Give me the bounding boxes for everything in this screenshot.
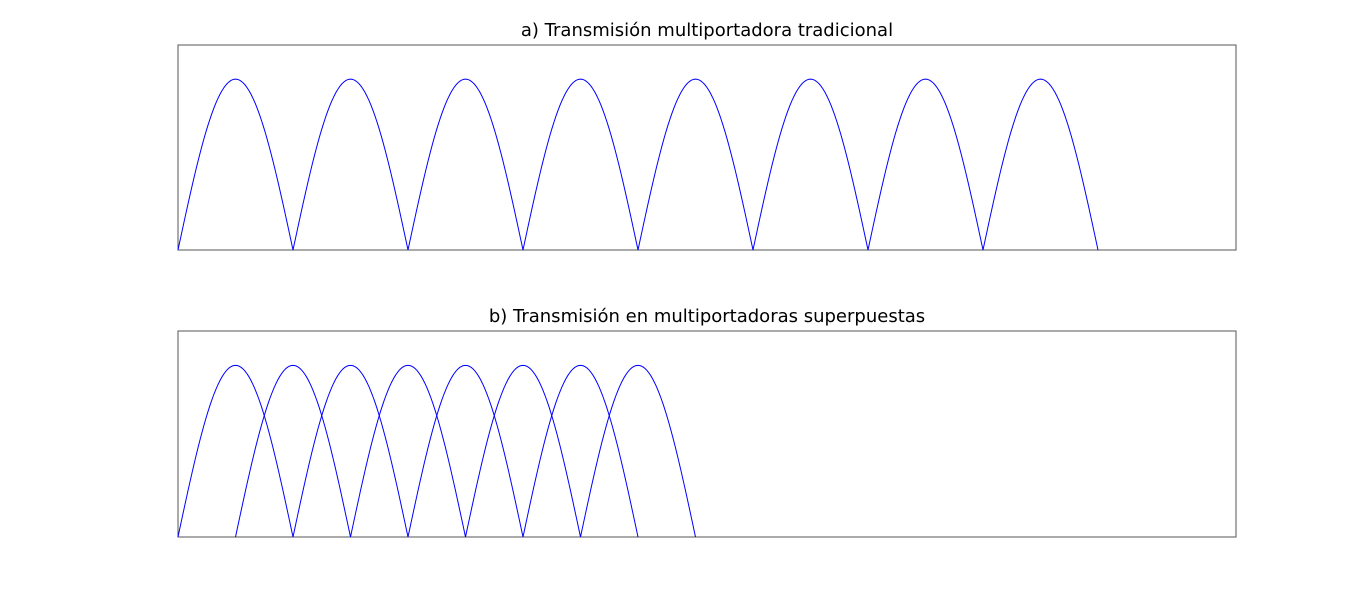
panel-b-axes	[177, 330, 1237, 538]
carrier-a-6	[752, 78, 869, 251]
panel-b-title: b) Transmisión en multiportadoras superp…	[489, 306, 925, 327]
carrier-b-7	[522, 364, 639, 538]
carrier-a-2	[292, 78, 409, 251]
carrier-a-3	[407, 78, 524, 251]
carrier-b-2	[235, 364, 351, 538]
carrier-a-5	[637, 78, 754, 251]
panel-a-axes	[177, 44, 1237, 251]
carrier-b-3	[292, 364, 409, 538]
panel-b-carriers	[177, 364, 696, 538]
panel-b: b) Transmisión en multiportadoras superp…	[177, 306, 1237, 538]
carrier-a-8	[982, 78, 1099, 251]
carrier-b-8	[580, 364, 696, 538]
carrier-a-7	[867, 78, 984, 251]
panel-a-title: a) Transmisión multiportadora tradiciona…	[521, 20, 893, 41]
carrier-b-6	[465, 364, 581, 538]
carrier-b-5	[407, 364, 524, 538]
carrier-a-1	[177, 78, 294, 251]
carrier-a-4	[522, 78, 639, 251]
panel-a: a) Transmisión multiportadora tradiciona…	[177, 20, 1237, 251]
carrier-b-1	[177, 364, 294, 538]
panel-a-carriers	[177, 78, 1099, 251]
carrier-b-4	[350, 364, 466, 538]
